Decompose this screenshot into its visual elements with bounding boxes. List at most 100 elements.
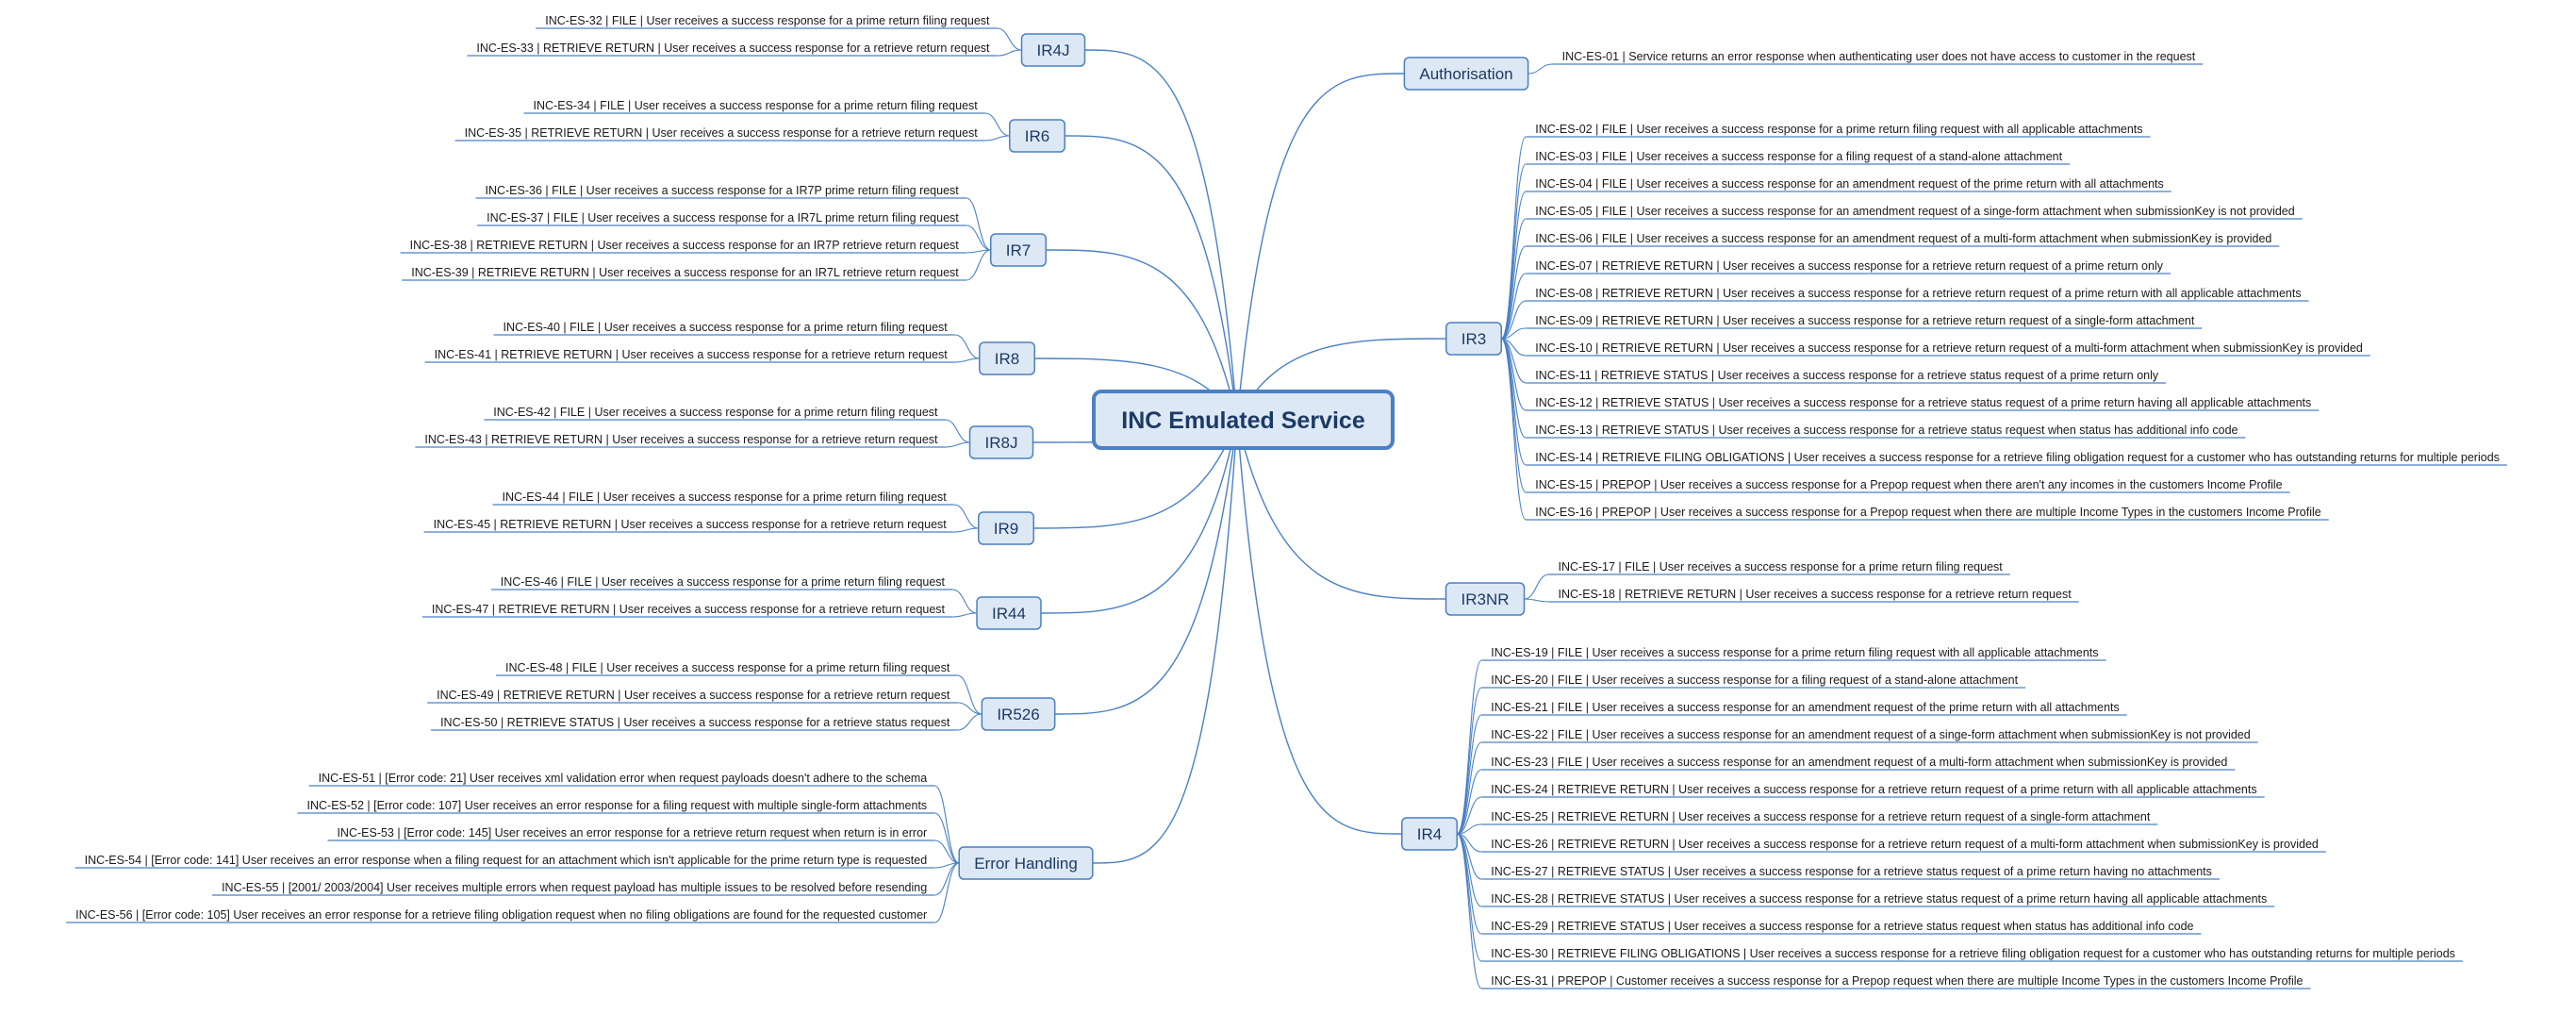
topic-ir3[interactable]: IR3	[1445, 322, 1502, 356]
topic-box[interactable]	[979, 341, 1035, 375]
leaf-label: INC-ES-05 | FILE | User receives a succe…	[1535, 205, 2295, 218]
leaf-item[interactable]: INC-ES-21 | FILE | User receives a succe…	[1481, 701, 2127, 716]
topic-box[interactable]	[958, 846, 1094, 880]
leaf-item[interactable]: INC-ES-13 | RETRIEVE STATUS | User recei…	[1526, 424, 2246, 439]
topic-label: IR8J	[985, 434, 1018, 452]
topic-box[interactable]	[990, 233, 1047, 267]
topic-box[interactable]	[1445, 322, 1502, 356]
topic-box[interactable]	[1401, 817, 1458, 851]
leaf-item[interactable]: INC-ES-41 | RETRIEVE RETURN | User recei…	[424, 348, 955, 363]
leaf-label: INC-ES-03 | FILE | User receives a succe…	[1535, 150, 2062, 163]
leaf-item[interactable]: INC-ES-42 | FILE | User receives a succe…	[484, 406, 946, 421]
leaf-item[interactable]: INC-ES-12 | RETRIEVE STATUS | User recei…	[1526, 396, 2320, 411]
leaf-item[interactable]: INC-ES-24 | RETRIEVE RETURN | User recei…	[1481, 783, 2265, 798]
topic-ir8j[interactable]: IR8J	[968, 425, 1034, 459]
leaf-item[interactable]: INC-ES-23 | FILE | User receives a succe…	[1481, 756, 2236, 771]
topic-box[interactable]	[1020, 33, 1086, 67]
leaf-label: INC-ES-28 | RETRIEVE STATUS | User recei…	[1491, 892, 2267, 906]
connector-ir9	[1033, 419, 1238, 529]
leaf-item[interactable]: INC-ES-26 | RETRIEVE RETURN | User recei…	[1481, 838, 2326, 853]
leaf-item[interactable]: INC-ES-22 | FILE | User receives a succe…	[1481, 728, 2258, 743]
leaf-connector	[1456, 741, 1482, 835]
topic-ir4[interactable]: IR4	[1401, 817, 1458, 851]
leaf-item[interactable]: INC-ES-55 | [2001/ 2003/2004] User recei…	[212, 881, 935, 896]
topic-box[interactable]	[1009, 119, 1065, 153]
leaf-item[interactable]: INC-ES-25 | RETRIEVE RETURN | User recei…	[1481, 810, 2158, 825]
leaf-item[interactable]: INC-ES-07 | RETRIEVE RETURN | User recei…	[1526, 259, 2171, 274]
leaf-item[interactable]: INC-ES-10 | RETRIEVE RETURN | User recei…	[1526, 341, 2370, 357]
leaf-item[interactable]: INC-ES-49 | RETRIEVE RETURN | User recei…	[427, 689, 958, 704]
topic-box[interactable]	[978, 511, 1034, 545]
leaf-item[interactable]: INC-ES-37 | FILE | User receives a succe…	[477, 211, 966, 226]
topic-box[interactable]	[1403, 57, 1529, 91]
topic-ir44[interactable]: IR44	[976, 596, 1042, 630]
leaf-label: INC-ES-40 | FILE | User receives a succe…	[504, 321, 949, 334]
leaf-item[interactable]: INC-ES-31 | PREPOP | Customer receives a…	[1481, 974, 2311, 989]
leaf-item[interactable]: INC-ES-17 | FILE | User receives a succe…	[1548, 560, 2010, 575]
leaf-item[interactable]: INC-ES-51 | [Error code: 21] User receiv…	[308, 772, 935, 787]
leaf-item[interactable]: INC-ES-04 | FILE | User receives a succe…	[1526, 177, 2171, 192]
topic-box[interactable]	[968, 425, 1034, 459]
topic-ir3nr[interactable]: IR3NR	[1445, 582, 1526, 616]
topic-ir9[interactable]: IR9	[978, 511, 1034, 545]
leaf-item[interactable]: INC-ES-48 | FILE | User receives a succe…	[496, 661, 958, 676]
leaf-item[interactable]: INC-ES-15 | PREPOP | User receives a suc…	[1526, 478, 2290, 493]
leaf-item[interactable]: INC-ES-01 | Service returns an error res…	[1552, 50, 2204, 65]
leaf-item[interactable]: INC-ES-43 | RETRIEVE RETURN | User recei…	[415, 433, 946, 448]
leaf-item[interactable]: INC-ES-34 | FILE | User receives a succe…	[523, 99, 985, 114]
leaf-item[interactable]: INC-ES-11 | RETRIEVE STATUS | User recei…	[1526, 369, 2167, 384]
leaf-item[interactable]: INC-ES-16 | PREPOP | User receives a suc…	[1526, 506, 2329, 521]
leaf-item[interactable]: INC-ES-05 | FILE | User receives a succe…	[1526, 205, 2303, 220]
leaf-item[interactable]: INC-ES-09 | RETRIEVE RETURN | User recei…	[1526, 314, 2203, 329]
leaf-item[interactable]: INC-ES-36 | FILE | User receives a succe…	[475, 184, 966, 199]
leaf-item[interactable]: INC-ES-53 | [Error code: 145] User recei…	[327, 826, 935, 841]
leaf-item[interactable]: INC-ES-29 | RETRIEVE STATUS | User recei…	[1481, 920, 2202, 935]
leaf-connector	[997, 49, 1022, 57]
leaf-item[interactable]: INC-ES-20 | FILE | User receives a succe…	[1481, 673, 2026, 689]
topic-ir7[interactable]: IR7	[990, 233, 1047, 267]
topic-box[interactable]	[981, 697, 1056, 731]
leaf-item[interactable]: INC-ES-46 | FILE | User receives a succe…	[490, 575, 953, 590]
leaf-item[interactable]: INC-ES-08 | RETRIEVE RETURN | User recei…	[1526, 287, 2309, 302]
leaf-item[interactable]: INC-ES-14 | RETRIEVE FILING OBLIGATIONS …	[1526, 451, 2507, 466]
leaf-item[interactable]: INC-ES-28 | RETRIEVE STATUS | User recei…	[1481, 892, 2275, 907]
topic-box[interactable]	[976, 596, 1042, 630]
topic-ir526[interactable]: IR526	[981, 697, 1056, 731]
leaf-item[interactable]: INC-ES-27 | RETRIEVE STATUS | User recei…	[1481, 865, 2220, 880]
leaf-item[interactable]: INC-ES-06 | FILE | User receives a succe…	[1526, 232, 2280, 247]
leaf-item[interactable]: INC-ES-19 | FILE | User receives a succe…	[1481, 646, 2106, 661]
leaf-item[interactable]: INC-ES-32 | FILE | User receives a succe…	[536, 14, 998, 29]
topic-box[interactable]	[1445, 582, 1526, 616]
leaf-item[interactable]: INC-ES-56 | [Error code: 105] User recei…	[66, 908, 935, 923]
central-topic[interactable]: INC Emulated Service	[1092, 390, 1395, 450]
leaf-item[interactable]: INC-ES-50 | RETRIEVE STATUS | User recei…	[431, 716, 958, 731]
leaf-item[interactable]: INC-ES-54 | [Error code: 141] User recei…	[74, 854, 935, 869]
leaf-item[interactable]: INC-ES-30 | RETRIEVE FILING OBLIGATIONS …	[1481, 947, 2463, 962]
leaf-item[interactable]: INC-ES-44 | FILE | User receives a succe…	[492, 490, 954, 506]
leaf-connector	[966, 249, 991, 281]
leaf-item[interactable]: INC-ES-35 | RETRIEVE RETURN | User recei…	[454, 126, 985, 141]
leaf-item[interactable]: INC-ES-47 | RETRIEVE RETURN | User recei…	[421, 603, 953, 618]
leaf-connector	[945, 419, 970, 443]
leaf-label: INC-ES-25 | RETRIEVE RETURN | User recei…	[1491, 810, 2151, 823]
leaf-connector	[966, 197, 991, 251]
leaf-item[interactable]: INC-ES-40 | FILE | User receives a succe…	[493, 321, 955, 336]
leaf-item[interactable]: INC-ES-52 | [Error code: 107] User recei…	[297, 799, 935, 814]
leaf-connector	[1501, 273, 1527, 340]
topic-ir8[interactable]: IR8	[979, 341, 1035, 375]
central-topic-box[interactable]	[1092, 390, 1395, 450]
topic-ir4j[interactable]: IR4J	[1020, 33, 1086, 67]
topic-error-handling[interactable]: Error Handling	[958, 846, 1094, 880]
leaf-item[interactable]: INC-ES-39 | RETRIEVE RETURN | User recei…	[402, 266, 966, 281]
leaf-item[interactable]: INC-ES-33 | RETRIEVE RETURN | User recei…	[467, 42, 998, 57]
leaf-item[interactable]: INC-ES-18 | RETRIEVE RETURN | User recei…	[1548, 588, 2079, 603]
leaf-item[interactable]: INC-ES-02 | FILE | User receives a succe…	[1526, 123, 2151, 138]
leaf-item[interactable]: INC-ES-45 | RETRIEVE RETURN | User recei…	[423, 518, 954, 533]
topic-authorisation[interactable]: Authorisation	[1403, 57, 1529, 91]
connector-authorisation	[1236, 73, 1405, 421]
leaf-label: INC-ES-31 | PREPOP | Customer receives a…	[1491, 974, 2303, 988]
topic-ir6[interactable]: IR6	[1009, 119, 1065, 153]
leaf-item[interactable]: INC-ES-03 | FILE | User receives a succe…	[1526, 150, 2071, 165]
leaf-item[interactable]: INC-ES-38 | RETRIEVE RETURN | User recei…	[400, 239, 966, 254]
